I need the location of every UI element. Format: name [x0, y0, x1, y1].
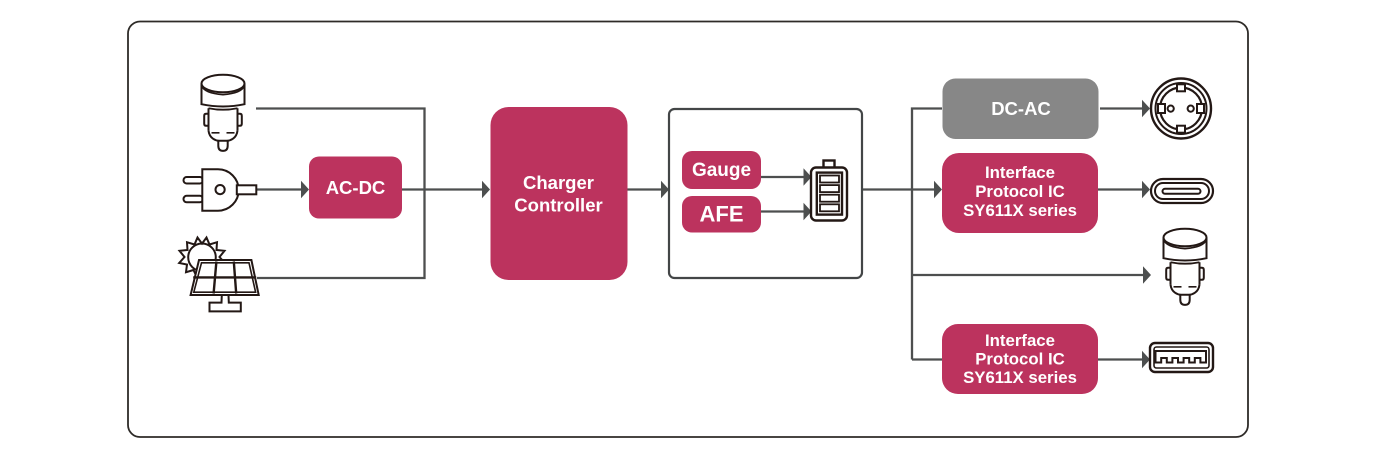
svg-text:AC-DC: AC-DC [326, 177, 386, 198]
svg-text:Protocol IC: Protocol IC [975, 350, 1065, 369]
svg-text:Protocol IC: Protocol IC [975, 182, 1065, 201]
svg-text:Gauge: Gauge [692, 160, 751, 181]
svg-text:Interface: Interface [985, 331, 1055, 350]
svg-text:Controller: Controller [514, 195, 602, 216]
svg-text:SY611X series: SY611X series [963, 368, 1077, 387]
svg-text:Charger: Charger [523, 172, 594, 193]
svg-text:AFE: AFE [700, 202, 744, 227]
svg-text:DC-AC: DC-AC [991, 98, 1051, 119]
svg-text:Interface: Interface [985, 163, 1055, 182]
svg-text:SY611X series: SY611X series [963, 201, 1077, 220]
